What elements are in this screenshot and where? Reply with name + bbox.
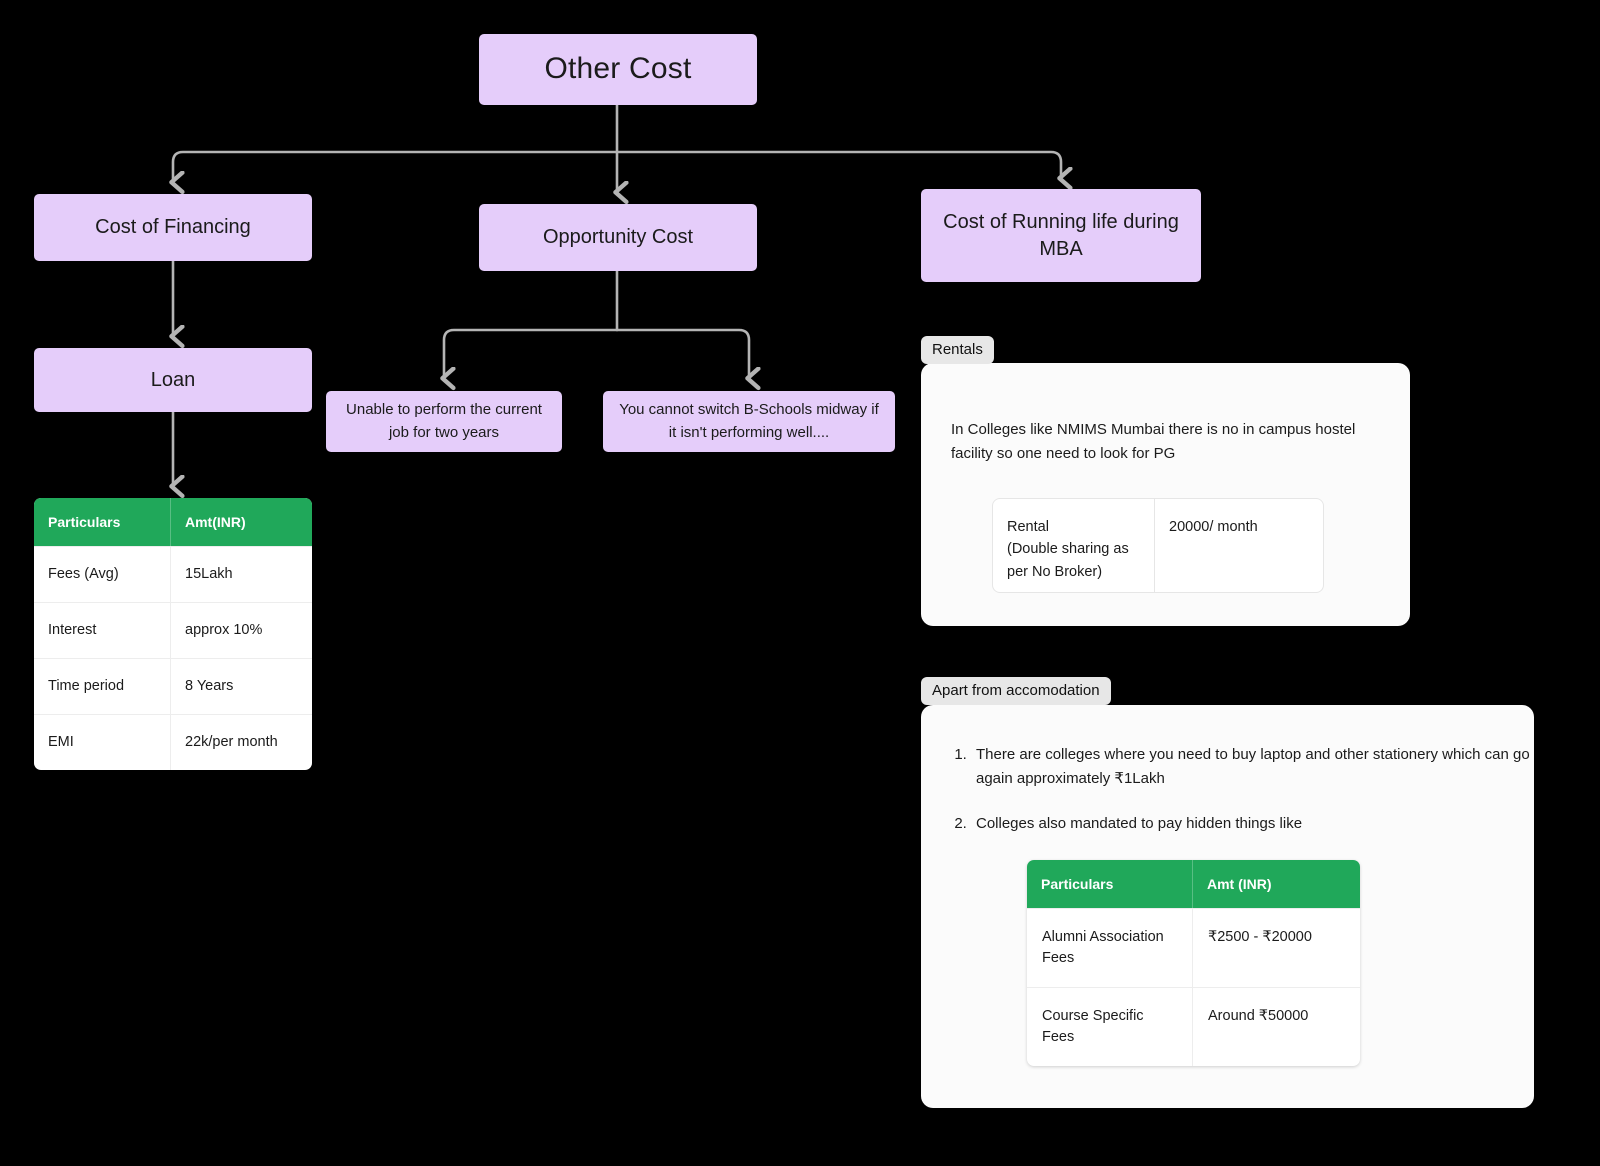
hidden-fees-row-amount: Around ₹50000 <box>1208 1008 1309 1025</box>
loan-table-header-row: Particulars Amt(INR) <box>34 498 312 546</box>
node-unable-to-perform-job[interactable]: Unable to perform the current job for tw… <box>326 391 562 452</box>
rental-value-cell: 20000/ month <box>1169 519 1258 535</box>
loan-row-amount: 22k/per month <box>185 734 278 751</box>
hidden-fees-row-particular: Course Specific Fees <box>1027 988 1193 1067</box>
accommodation-list: There are colleges where you need to buy… <box>935 743 1534 836</box>
rentals-card: In Colleges like NMIMS Mumbai there is n… <box>921 363 1410 626</box>
list-item: There are colleges where you need to buy… <box>971 743 1534 792</box>
table-row: Fees (Avg) 15Lakh <box>34 546 312 603</box>
node-cannot-switch-bschools[interactable]: You cannot switch B-Schools midway if it… <box>603 391 895 452</box>
table-row: Time period 8 Years <box>34 658 312 715</box>
rental-label-line2: (Double sharing as <box>1007 541 1129 558</box>
loan-table-header-amount: Amt(INR) <box>185 514 246 530</box>
table-row: Alumni Association Fees ₹2500 - ₹20000 <box>1027 908 1360 988</box>
hidden-fees-table: Particulars Amt (INR) Alumni Association… <box>1027 860 1360 1067</box>
hidden-fees-row-particular: Alumni Association Fees <box>1027 909 1193 988</box>
loan-row-amount: approx 10% <box>185 622 263 639</box>
node-cost-of-financing[interactable]: Cost of Financing <box>34 194 312 261</box>
table-row: EMI 22k/per month <box>34 714 312 771</box>
node-cost-of-running-life[interactable]: Cost of Running life during MBA <box>921 189 1201 282</box>
table-row: Course Specific Fees Around ₹50000 <box>1027 987 1360 1067</box>
node-loan[interactable]: Loan <box>34 348 312 412</box>
rental-label-cell: Rental (Double sharing as per No Broker) <box>993 499 1156 592</box>
loan-table: Particulars Amt(INR) Fees (Avg) 15Lakh I… <box>34 498 312 771</box>
rentals-paragraph: In Colleges like NMIMS Mumbai there is n… <box>951 421 1356 463</box>
rental-label-line3: per No Broker) <box>1007 563 1103 580</box>
hidden-fees-header-row: Particulars Amt (INR) <box>1027 860 1360 908</box>
hidden-fees-header-particulars: Particulars <box>1027 860 1193 908</box>
group-label-apart-from-accomodation: Apart from accomodation <box>921 677 1111 705</box>
loan-row-amount: 15Lakh <box>185 566 233 582</box>
group-label-rentals: Rentals <box>921 336 994 364</box>
hidden-fees-row-amount: ₹2500 - ₹20000 <box>1208 929 1312 945</box>
hidden-fees-header-amount: Amt (INR) <box>1207 876 1272 892</box>
loan-row-particular: EMI <box>34 715 171 771</box>
loan-row-particular: Time period <box>34 659 171 715</box>
table-row: Interest approx 10% <box>34 602 312 659</box>
list-item: Colleges also mandated to pay hidden thi… <box>971 812 1534 836</box>
loan-row-particular: Interest <box>34 603 171 659</box>
loan-row-amount: 8 Years <box>185 678 234 695</box>
accommodation-card: There are colleges where you need to buy… <box>921 705 1534 1108</box>
loan-table-header-particulars: Particulars <box>34 498 171 546</box>
loan-row-particular: Fees (Avg) <box>34 547 171 603</box>
node-other-cost[interactable]: Other Cost <box>479 34 757 105</box>
rental-label-line1: Rental <box>1007 519 1049 535</box>
rental-mini-table: Rental (Double sharing as per No Broker)… <box>992 498 1324 593</box>
node-opportunity-cost[interactable]: Opportunity Cost <box>479 204 757 271</box>
